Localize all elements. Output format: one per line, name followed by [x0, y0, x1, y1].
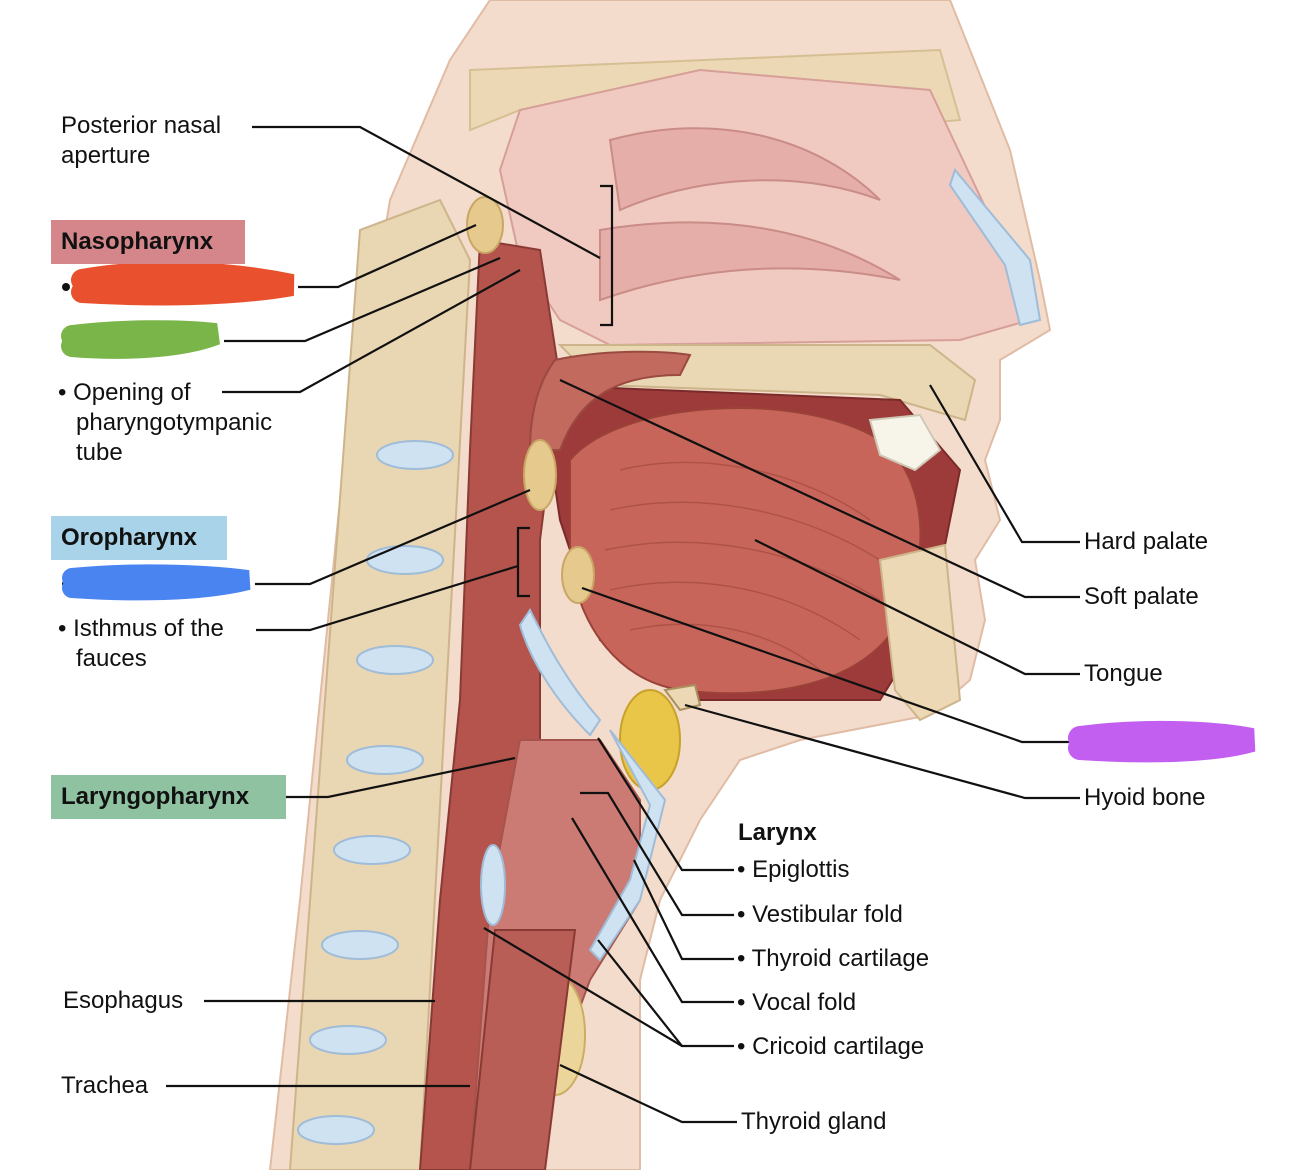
redaction-red: [71, 261, 295, 306]
label-opening-pharyngotympanic: • Opening of pharyngotympanic tube: [58, 378, 272, 468]
label-hyoid-bone: Hyoid bone: [1084, 784, 1206, 811]
hyoid: [663, 683, 702, 712]
label-line: fauces: [76, 645, 147, 672]
redaction-green: [61, 320, 220, 359]
label-line: • Isthmus of the: [58, 615, 224, 642]
mandible: [878, 543, 962, 722]
label-thyroid-cartilage: • Thyroid cartilage: [737, 945, 930, 972]
label-line: tube: [76, 439, 123, 466]
label-line: aperture: [61, 142, 151, 169]
label-line: pharyngotympanic: [76, 409, 273, 436]
trachea-tube: [468, 929, 577, 1170]
redaction-blue: [62, 564, 251, 601]
header-laryngopharynx: Laryngopharynx: [51, 775, 286, 819]
pharyngeal-tonsil: [466, 196, 504, 254]
leader-epiglottis: [597, 737, 734, 872]
leader-cricoid-2: [483, 927, 683, 1047]
label-line: • Opening of: [58, 379, 191, 406]
label-epiglottis: • Epiglottis: [737, 856, 850, 883]
label-tongue: Tongue: [1084, 660, 1163, 687]
intervertebral-discs: [297, 440, 454, 1145]
label-vestibular-fold: • Vestibular fold: [737, 901, 903, 928]
leader-nasopharynx-red: [298, 223, 477, 289]
soft-palate: [528, 350, 692, 451]
label-soft-palate: Soft palate: [1084, 583, 1199, 610]
bracket-isthmus: [516, 526, 530, 598]
leader-opening-tube: [222, 269, 521, 394]
label-cricoid-cartilage: • Cricoid cartilage: [737, 1033, 925, 1060]
leader-tongue: [754, 539, 1080, 676]
label-thyroid-gland: Thyroid gland: [741, 1108, 887, 1135]
leader-vestibular: [580, 791, 734, 917]
label-line: Posterior nasal: [61, 112, 222, 139]
label-vocal-fold: • Vocal fold: [737, 989, 857, 1016]
label-posterior-nasal-aperture: Posterior nasal aperture: [61, 111, 221, 171]
nasal-cartilage: [948, 167, 1042, 327]
upper-teeth: [868, 413, 942, 472]
header-nasopharynx: Nasopharynx: [51, 220, 245, 264]
bracket-nasal: [600, 184, 614, 327]
leader-nasopharynx-green: [224, 256, 501, 343]
cricoid-posterior: [480, 844, 506, 926]
header-oropharynx: Oropharynx: [51, 516, 227, 560]
label-isthmus-fauces: • Isthmus of the fauces: [58, 614, 224, 674]
nasal-conchae: [599, 127, 901, 302]
epiglottis-cartilage: [518, 608, 602, 737]
leader-thyroid-gland: [559, 1064, 737, 1124]
redaction-purple: [1068, 720, 1256, 763]
leader-tonsil-purple: [581, 586, 1072, 744]
leader-laryngopharynx: [282, 756, 516, 799]
label-trachea: Trachea: [61, 1072, 149, 1099]
leader-vocal-fold: [571, 817, 734, 1004]
leader-isthmus: [256, 564, 519, 632]
label-hard-palate: Hard palate: [1084, 528, 1209, 555]
thyroid-cartilage-strip: [588, 729, 667, 962]
leader-soft-palate: [559, 379, 1080, 599]
leader-hyoid: [684, 703, 1080, 800]
label-esophagus: Esophagus: [63, 987, 184, 1014]
leader-oropharynx-blue: [255, 488, 531, 586]
palatine-tonsil: [523, 439, 557, 511]
leader-thyroid-cartilage: [633, 859, 734, 961]
label-larynx-heading: Larynx: [738, 819, 817, 846]
leader-hard-palate: [929, 384, 1080, 544]
bullet-red: [62, 283, 70, 291]
leader-posterior-nasal: [252, 125, 601, 259]
